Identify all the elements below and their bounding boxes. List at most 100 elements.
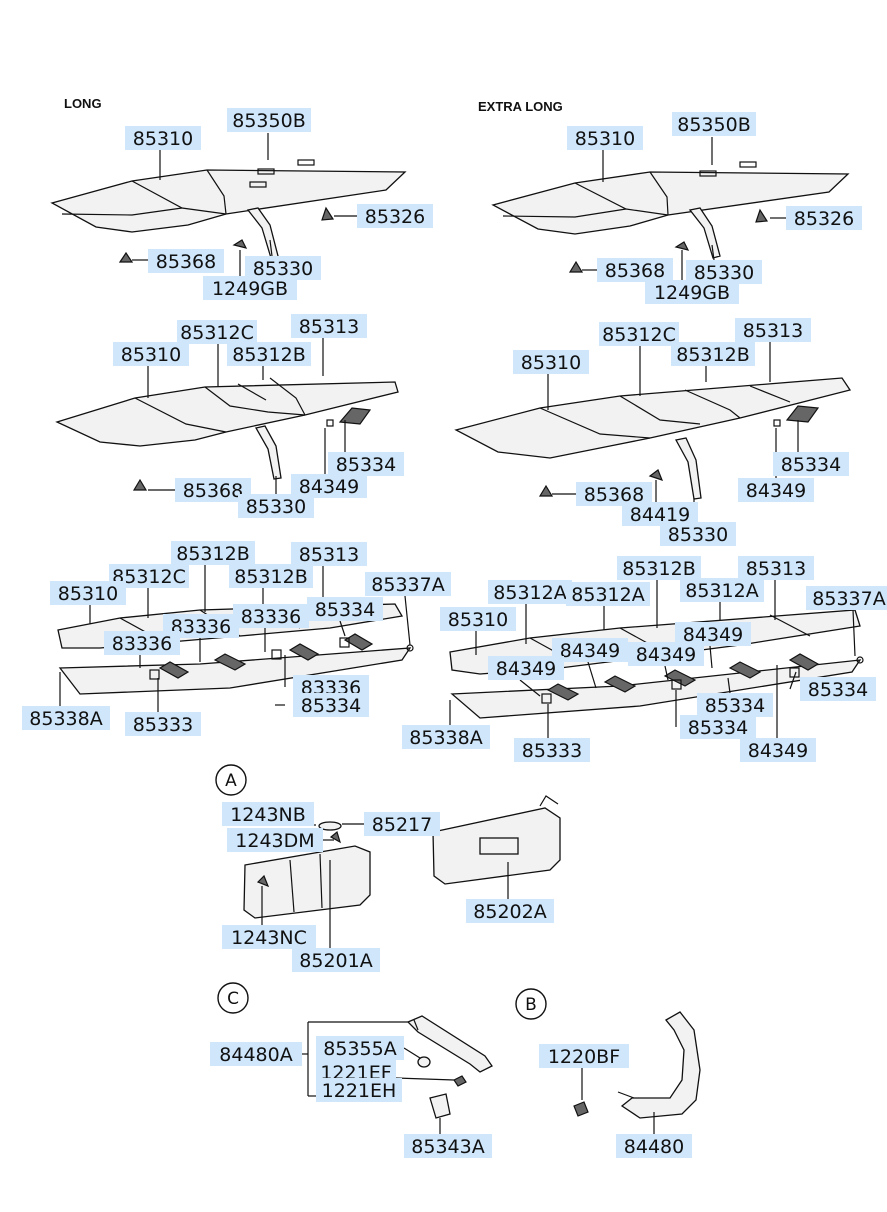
part-label-background — [104, 631, 180, 655]
part-number-text: 85313 — [299, 544, 359, 566]
part-label-background — [617, 556, 701, 580]
part-label-background — [740, 738, 816, 762]
part-number-text: 85202A — [473, 901, 546, 923]
part-label-a-85217: 85217 — [364, 812, 440, 836]
part-label-r3-85334-b: 85334 — [800, 677, 876, 701]
part-label-r3-85334-c: 85334 — [680, 715, 756, 739]
part-label-l1-85310: 85310 — [125, 126, 201, 150]
part-number-text: 85330 — [246, 496, 306, 518]
part-label-background — [616, 1134, 692, 1158]
part-label-background — [229, 564, 313, 588]
part-label-l2-85330: 85330 — [238, 494, 314, 518]
part-label-l3-85334-a: 85334 — [307, 597, 383, 621]
part-label-background — [125, 712, 201, 736]
section-title-long: LONG — [64, 96, 102, 111]
part-label-background — [680, 578, 764, 602]
part-label-r2-85313: 85313 — [735, 318, 811, 342]
part-label-background — [735, 318, 811, 342]
part-label-background — [307, 597, 383, 621]
part-number-text: 84349 — [560, 640, 620, 662]
part-number-text: 85312A — [571, 584, 644, 606]
part-number-text: 85333 — [133, 714, 193, 736]
part-number-text: 85334 — [781, 454, 841, 476]
part-number-text: 85310 — [575, 128, 635, 150]
part-label-background — [292, 948, 380, 972]
part-label-background — [365, 572, 451, 596]
part-number-text: 85310 — [58, 583, 118, 605]
part-number-text: 1249GB — [654, 282, 730, 304]
part-number-text: 85313 — [299, 316, 359, 338]
part-label-background — [148, 249, 224, 273]
part-label-l3-85337a: 85337A — [365, 572, 451, 596]
part-number-text: 1221EH — [322, 1080, 397, 1102]
part-label-l2-85312c: 85312C — [177, 320, 257, 344]
part-label-r3-85337a: 85337A — [806, 586, 887, 610]
part-label-l3-85310: 85310 — [50, 581, 126, 605]
part-number-text: 85368 — [584, 484, 644, 506]
part-label-r3-84349-e: 84349 — [740, 738, 816, 762]
leader-line — [587, 661, 597, 689]
part-label-background — [113, 342, 189, 366]
part-number-text: 85310 — [121, 344, 181, 366]
part-label-b-84480: 84480 — [616, 1134, 692, 1158]
part-label-background — [328, 452, 404, 476]
part-label-background — [597, 258, 673, 282]
part-number-text: 85334 — [688, 717, 748, 739]
part-label-background — [210, 1042, 302, 1066]
part-label-a-1243nc: 1243NC — [222, 925, 316, 949]
part-label-background — [316, 1036, 404, 1060]
part-label-background — [645, 280, 739, 304]
part-label-background — [364, 812, 440, 836]
part-label-r2-85330: 85330 — [660, 522, 736, 546]
part-label-l2-85368: 85368 — [175, 478, 251, 502]
part-label-background — [404, 1134, 492, 1158]
section-title-extra-long: EXTRA LONG — [478, 99, 563, 114]
part-label-r2-85310: 85310 — [513, 350, 589, 374]
part-number-text: 85312B — [234, 566, 307, 588]
part-number-text: 84349 — [496, 658, 556, 680]
leader-line — [339, 620, 346, 637]
grab-handle-detail-drawing — [573, 1011, 701, 1119]
part-label-background — [440, 607, 516, 631]
part-label-background — [316, 1078, 402, 1102]
part-number-text: 85313 — [746, 558, 806, 580]
part-label-background — [227, 342, 311, 366]
part-label-l2-85334: 85334 — [328, 452, 404, 476]
leader-line — [269, 239, 273, 257]
leader-line — [519, 679, 541, 697]
part-label-l3-85312b-a: 85312B — [171, 541, 255, 565]
part-label-background — [488, 656, 564, 680]
detail-marker-a-text: A — [225, 771, 237, 791]
part-number-text: 85312A — [493, 582, 566, 604]
part-label-r1-85368: 85368 — [597, 258, 673, 282]
part-number-text: 85310 — [521, 352, 581, 374]
part-label-r1-85350b: 85350B — [672, 112, 756, 136]
part-label-a-85202a: 85202A — [466, 899, 554, 923]
headliner-long-row2-drawing — [55, 377, 399, 491]
part-number-text: 85217 — [372, 814, 432, 836]
part-number-text: 85312A — [685, 580, 758, 602]
leader-line — [727, 677, 731, 694]
part-label-l3-85338a: 85338A — [22, 706, 110, 730]
part-number-text: 85338A — [29, 708, 102, 730]
part-label-background — [672, 112, 756, 136]
headliner-long-row1-drawing — [50, 159, 407, 263]
part-label-r1-1249gb: 1249GB — [645, 280, 739, 304]
part-number-text: 85334 — [336, 454, 396, 476]
part-number-text: 85201A — [299, 950, 372, 972]
part-label-background — [233, 604, 309, 628]
part-number-text: 84349 — [748, 740, 808, 762]
part-number-text: 84349 — [636, 644, 696, 666]
part-label-r1-85310: 85310 — [567, 126, 643, 150]
part-label-background — [227, 108, 311, 132]
part-label-r2-85312b: 85312B — [671, 342, 755, 366]
part-number-text: 85334 — [301, 695, 361, 717]
part-label-r3-85312a-a: 85312A — [488, 580, 572, 604]
assist-handle-detail-drawing — [406, 1015, 493, 1119]
part-label-r3-85312a-c: 85312A — [680, 578, 764, 602]
part-label-background — [552, 638, 628, 662]
part-label-background — [786, 206, 862, 230]
part-label-background — [697, 693, 773, 717]
part-number-text: 85355A — [323, 1038, 396, 1060]
